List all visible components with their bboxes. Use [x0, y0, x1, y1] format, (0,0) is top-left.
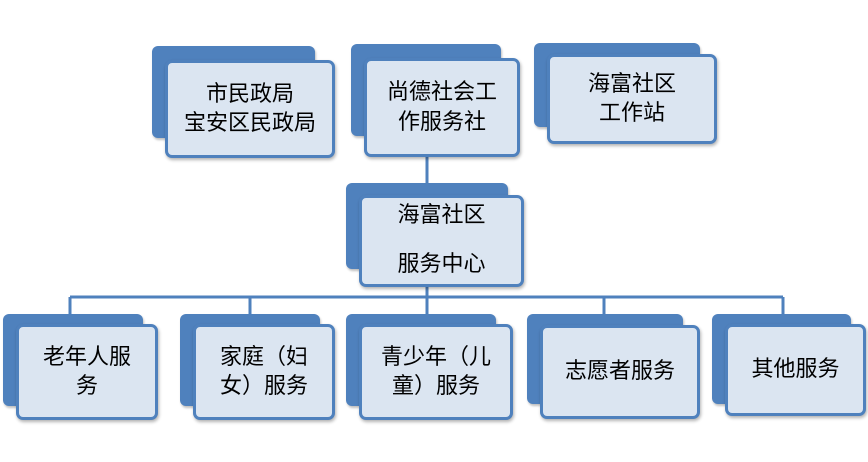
- node-label-volunteer: 志愿者服务: [564, 359, 675, 385]
- node-label-other: 其他服务: [751, 357, 840, 383]
- node-label-family: 家庭（妇 女）服务: [219, 344, 308, 399]
- node-box: 尚德社会工 作服务社: [364, 58, 520, 157]
- node-label-shangde: 尚德社会工 作服务社: [386, 80, 497, 135]
- node-label-workstation: 海富社区 工作站: [587, 71, 676, 126]
- node-label-civil-affairs: 市民政局 宝安区民政局: [183, 81, 316, 136]
- node-box: 志愿者服务: [540, 325, 700, 419]
- node-label-service-center: 海富社区 服务中心: [397, 203, 486, 278]
- node-box: 青少年（儿 童）服务: [359, 324, 513, 420]
- node-box: 海富社区 工作站: [547, 54, 717, 144]
- node-box: 老年人服 务: [16, 324, 158, 420]
- node-box: 其他服务: [725, 324, 866, 416]
- node-box: 市民政局 宝安区民政局: [165, 60, 335, 158]
- node-box: 家庭（妇 女）服务: [193, 324, 335, 420]
- node-box: 海富社区 服务中心: [359, 195, 524, 287]
- node-label-elderly: 老年人服 务: [42, 344, 131, 399]
- node-label-youth: 青少年（儿 童）服务: [380, 344, 491, 399]
